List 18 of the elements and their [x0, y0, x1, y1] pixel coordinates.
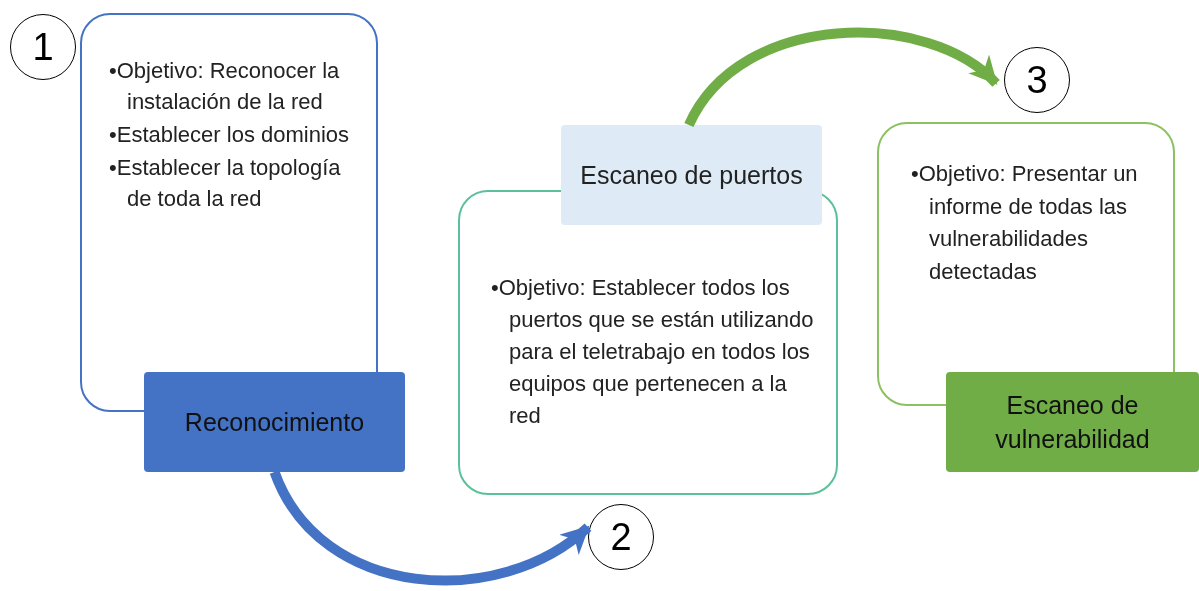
phase-title: Escaneo de vulnerabilidad: [994, 390, 1151, 455]
step-number: 1: [32, 28, 54, 66]
description-card: [458, 190, 838, 495]
step-number: 3: [1026, 61, 1048, 99]
phase-title-box: [946, 372, 1199, 472]
bullet-text: •Establecer los dominios: [109, 121, 351, 149]
phase-title-box: [144, 372, 405, 472]
phase-title: Escaneo de puertos: [580, 160, 803, 191]
bullet-text: •Objetivo: Establecer todos los puertos que se están utilizando para el teletrabajo en todos los equipos que pertenecen a la red: [491, 274, 815, 430]
phase-title-box: [561, 125, 822, 225]
step-number: 2: [610, 518, 632, 556]
description-card: [80, 13, 378, 412]
bullet-text: •Objetivo: Reconocer la instalación de la red: [109, 57, 341, 116]
bullet-text: •Objetivo: Presentar un informe de todas las vulnerabilidades detectadas: [911, 160, 1139, 286]
phase-title: Reconocimiento: [184, 407, 365, 438]
curved-arrow: [684, 27, 1000, 128]
bullet-text: •Establecer la topología de toda la red: [109, 154, 342, 213]
curved-arrow: [270, 469, 592, 586]
